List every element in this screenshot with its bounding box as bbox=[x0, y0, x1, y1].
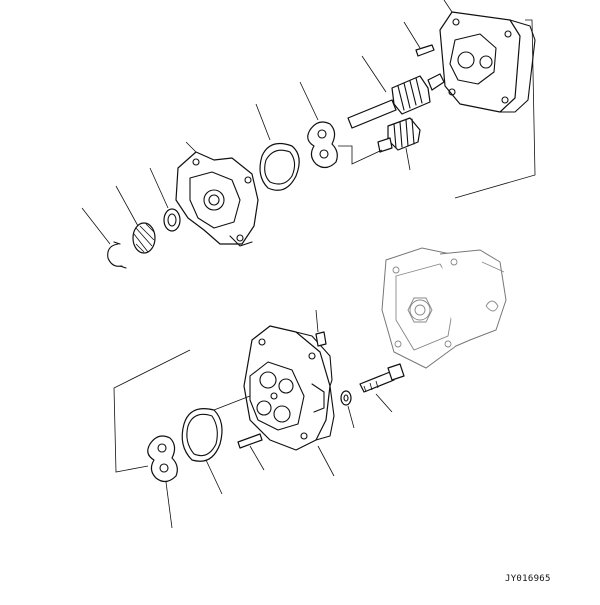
assembled-pump bbox=[381, 247, 507, 369]
bolt-washer bbox=[340, 390, 355, 429]
dowel-pin-lower bbox=[237, 433, 265, 471]
dowel-pin-lower-top bbox=[315, 309, 327, 347]
drawing-id-label: JY016965 bbox=[505, 574, 551, 584]
flange-housing bbox=[175, 141, 259, 247]
driven-gear bbox=[377, 117, 421, 171]
oil-seal bbox=[115, 185, 156, 254]
dowel-pin-upper bbox=[403, 21, 435, 57]
lower-leader-bracket bbox=[113, 349, 191, 473]
rear-pump-body bbox=[243, 325, 335, 477]
drive-shaft-gear bbox=[347, 55, 445, 129]
thrust-plate-upper bbox=[299, 81, 383, 169]
gasket-lower bbox=[181, 395, 251, 495]
cover-leader-line bbox=[443, 0, 453, 13]
snap-ring bbox=[81, 207, 127, 269]
thrust-plate-lower bbox=[147, 435, 178, 529]
assembly-bolt bbox=[359, 363, 405, 413]
cover-leader-bracket bbox=[454, 19, 536, 199]
front-cover-plate bbox=[439, 11, 536, 113]
washer-upper bbox=[149, 167, 181, 232]
gasket-upper bbox=[255, 103, 300, 191]
